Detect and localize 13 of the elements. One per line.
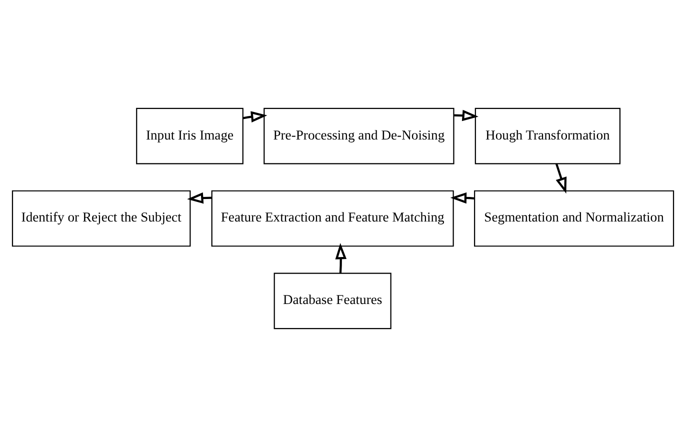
node-box: Database Features xyxy=(274,272,392,330)
arrow xyxy=(450,192,475,204)
node-box: Input Iris Image xyxy=(136,108,244,164)
arrow xyxy=(555,163,567,194)
arrow xyxy=(335,243,347,274)
node-box: Pre-Processing and De-Noising xyxy=(264,108,454,164)
arrow xyxy=(187,192,212,204)
node-box: Identify or Reject the Subject xyxy=(12,190,191,247)
arrow xyxy=(242,111,268,122)
node-box: Segmentation and Normalization xyxy=(474,190,674,247)
node-box: Hough Transformation xyxy=(474,108,620,164)
arrow xyxy=(454,110,478,122)
node-box: Feature Extraction and Feature Matching xyxy=(211,190,454,247)
